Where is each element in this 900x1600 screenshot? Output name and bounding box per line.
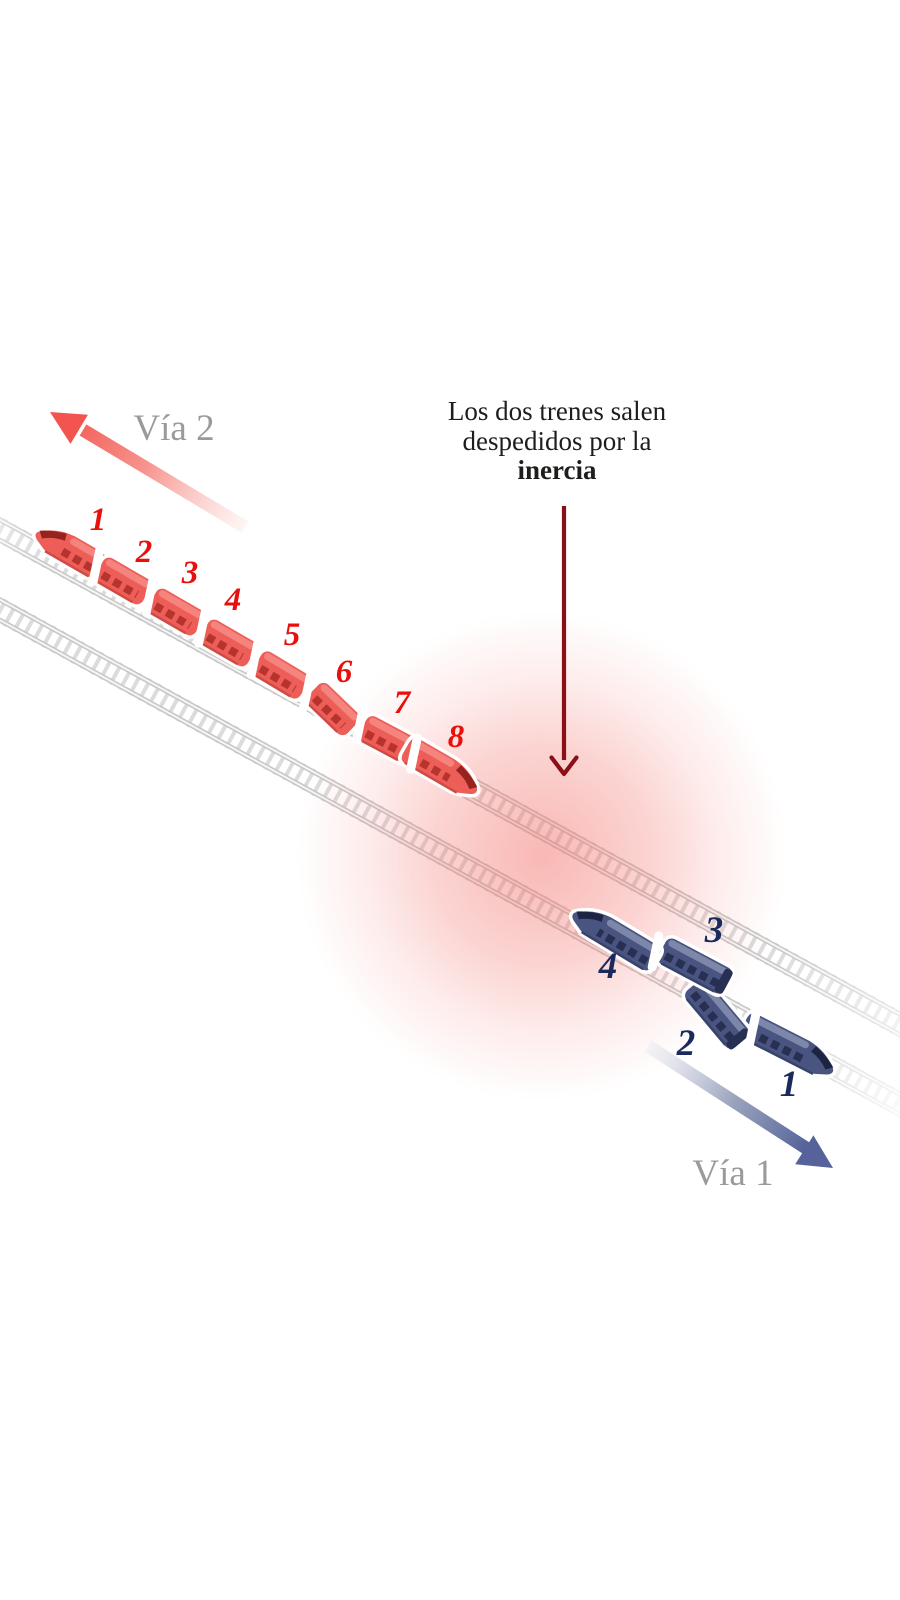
car-gap-slash bbox=[246, 638, 263, 680]
blue-car-1 bbox=[736, 1009, 837, 1079]
car-gap-slash bbox=[299, 671, 315, 713]
blue-car-3 bbox=[654, 934, 736, 998]
blue-car-4-label: 4 bbox=[598, 946, 618, 987]
annotation-arrow-head bbox=[549, 755, 579, 777]
red-car-6-label: 6 bbox=[336, 654, 353, 690]
annotation: Los dos trenes salen despedidos por la i… bbox=[448, 396, 667, 485]
red-car-1-label: 1 bbox=[90, 502, 107, 538]
red-car-5-label: 5 bbox=[284, 617, 301, 653]
via1-arrow-head bbox=[795, 1135, 833, 1168]
red-car-8-label: 8 bbox=[448, 719, 465, 755]
car-gap-slash bbox=[744, 1009, 761, 1051]
car-gap-slash bbox=[194, 607, 210, 648]
annotation-line-2: despedidos por la bbox=[463, 426, 652, 456]
annotation-pointer bbox=[549, 506, 579, 777]
red-car-numbers: 1 2 3 4 5 6 7 8 bbox=[90, 502, 465, 755]
red-car-3-label: 3 bbox=[181, 555, 199, 591]
car-gap-slash bbox=[406, 733, 422, 774]
blue-train bbox=[568, 907, 837, 1079]
blue-car-1-label: 1 bbox=[780, 1064, 799, 1105]
red-car-7-label: 7 bbox=[394, 685, 412, 721]
red-train bbox=[32, 526, 481, 798]
via2-arrow-shaft bbox=[79, 424, 249, 533]
red-car-2-label: 2 bbox=[135, 534, 153, 570]
blue-car-2 bbox=[681, 975, 753, 1053]
annotation-line-3: inercia bbox=[518, 455, 597, 485]
car-gap-slash bbox=[352, 703, 368, 745]
via1-label: Vía 1 bbox=[692, 1153, 773, 1194]
red-car-1 bbox=[32, 526, 109, 581]
blue-car-numbers: 1 2 3 4 bbox=[598, 910, 799, 1105]
car-gap-slash bbox=[141, 576, 158, 617]
via2-direction: Vía 2 bbox=[50, 408, 249, 533]
red-car-6 bbox=[303, 679, 363, 739]
via1-direction: Vía 1 bbox=[644, 1040, 833, 1194]
blue-car-3-label: 3 bbox=[704, 910, 724, 951]
car-gap-slashes bbox=[88, 545, 761, 1051]
via2-label: Vía 2 bbox=[133, 408, 214, 449]
blue-car-2-label: 2 bbox=[676, 1023, 696, 1064]
via1-arrow-shaft bbox=[644, 1040, 810, 1154]
red-car-4-label: 4 bbox=[224, 582, 242, 618]
via2-arrow-head bbox=[50, 412, 88, 444]
annotation-line-1: Los dos trenes salen bbox=[448, 396, 667, 426]
impact-glow bbox=[297, 611, 787, 1101]
car-gap-slash bbox=[88, 545, 105, 586]
blue-car-4 bbox=[568, 907, 664, 974]
car-gap-slash bbox=[647, 931, 664, 972]
